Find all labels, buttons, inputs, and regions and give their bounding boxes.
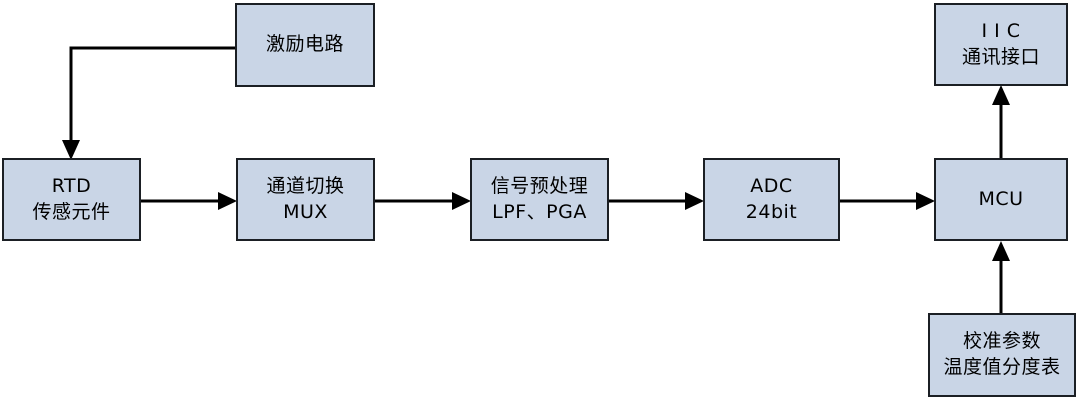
node-adc-24bit[interactable]: ADC 24bit	[703, 158, 840, 241]
node-mcu[interactable]: MCU	[934, 158, 1068, 241]
node-channel-switch-mux[interactable]: 通道切换 MUX	[236, 158, 375, 241]
node-adc-24bit-label-1: ADC	[750, 174, 793, 197]
edge-mux-to-preprocess	[375, 192, 471, 210]
edge-calibration-to-mcu	[992, 241, 1010, 313]
node-calibration-parameters-label-2: 温度值分度表	[943, 356, 1061, 378]
node-signal-preprocessing[interactable]: 信号预处理 LPF、PGA	[470, 158, 609, 241]
node-signal-preprocessing-label-2: LPF、PGA	[492, 200, 587, 223]
edge-rtd-to-mux	[141, 192, 237, 210]
node-channel-switch-mux-label-2: MUX	[283, 200, 328, 223]
node-calibration-parameters[interactable]: 校准参数 温度值分度表	[928, 313, 1076, 397]
node-rtd-sensor-element-label-2: 传感元件	[32, 200, 111, 223]
edge-mcu-to-iic	[992, 85, 1010, 158]
node-iic-communication-interface-label-1: I I C	[981, 19, 1021, 42]
node-iic-communication-interface[interactable]: I I C 通讯接口	[934, 3, 1068, 86]
node-mcu-label: MCU	[978, 187, 1024, 210]
node-iic-communication-interface-label-2: 通讯接口	[961, 45, 1040, 68]
edge-excitation-to-rtd	[62, 46, 235, 160]
node-rtd-sensor-element[interactable]: RTD 传感元件	[2, 158, 141, 241]
node-calibration-parameters-label-1: 校准参数	[962, 330, 1041, 353]
node-adc-24bit-label-2: 24bit	[745, 200, 798, 223]
node-excitation-circuit-label: 激励电路	[265, 33, 344, 56]
edge-preprocess-to-adc	[609, 192, 704, 210]
node-excitation-circuit[interactable]: 激励电路	[235, 3, 375, 87]
node-rtd-sensor-element-label-1: RTD	[51, 174, 92, 197]
edge-adc-to-mcu	[840, 192, 935, 210]
node-signal-preprocessing-label-1: 信号预处理	[490, 174, 589, 197]
node-channel-switch-mux-label-1: 通道切换	[266, 174, 345, 197]
